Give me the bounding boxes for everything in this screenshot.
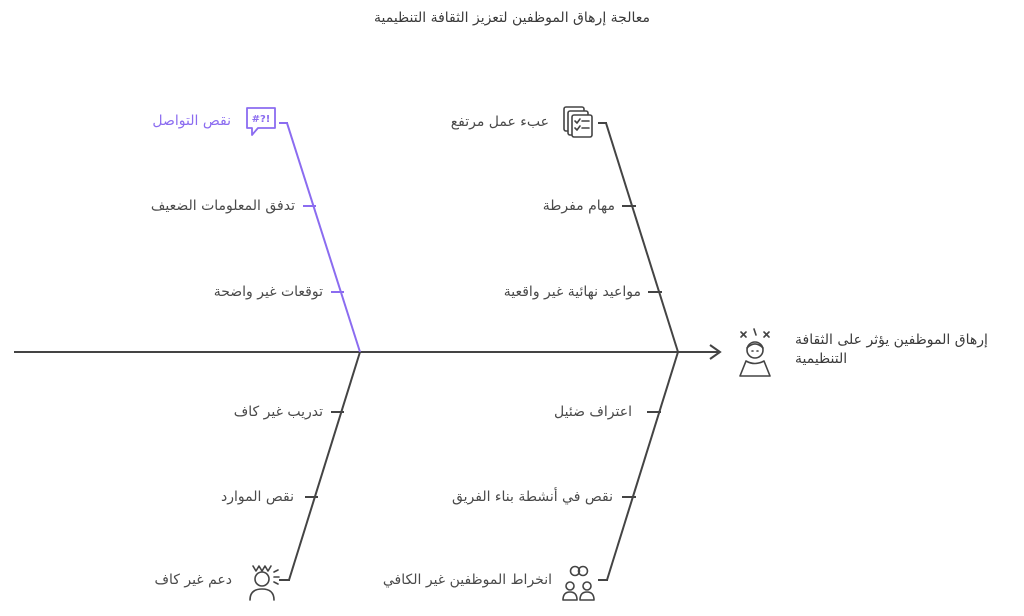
- clipboard-checklist-icon: [563, 106, 593, 138]
- category-communication-label: نقص التواصل: [152, 113, 231, 129]
- bone-communication: [286, 122, 361, 353]
- spine-arrowhead: [709, 344, 722, 360]
- support-person-icon: [249, 565, 280, 601]
- speech-bubble-icon: #?!: [246, 107, 276, 136]
- cause-workload-1: مهام مفرطة: [542, 198, 615, 214]
- svg-text:#?!: #?!: [252, 114, 271, 125]
- diagram-title: معالجة إرهاق الموظفين لتعزيز الثقافة الت…: [374, 10, 650, 26]
- cause-workload-2: مواعيد نهائية غير واقعية: [503, 284, 641, 300]
- bone-support: [288, 351, 361, 581]
- category-support-label: دعم غير كاف: [154, 572, 232, 588]
- cause-communication-1: تدفق المعلومات الضعيف: [150, 198, 295, 214]
- cause-communication-2: توقعات غير واضحة: [213, 284, 323, 300]
- cause-engagement-2: نقص في أنشطة بناء الفريق: [451, 489, 613, 505]
- cause-engagement-1: اعتراف ضئيل: [554, 404, 632, 420]
- bone-workload: [605, 122, 679, 353]
- cause-support-1: تدريب غير كاف: [233, 404, 323, 420]
- effect-label: إرهاق الموظفين يؤثر على الثقافة التنظيمي…: [795, 332, 988, 367]
- bone-engagement: [606, 351, 679, 581]
- category-workload-label: عبء عمل مرتفع: [450, 114, 549, 130]
- team-people-icon: [562, 565, 595, 601]
- category-engagement-label: انخراط الموظفين غير الكافي: [382, 572, 552, 588]
- cause-support-2: نقص الموارد: [221, 489, 294, 505]
- stressed-person-icon: [739, 328, 771, 377]
